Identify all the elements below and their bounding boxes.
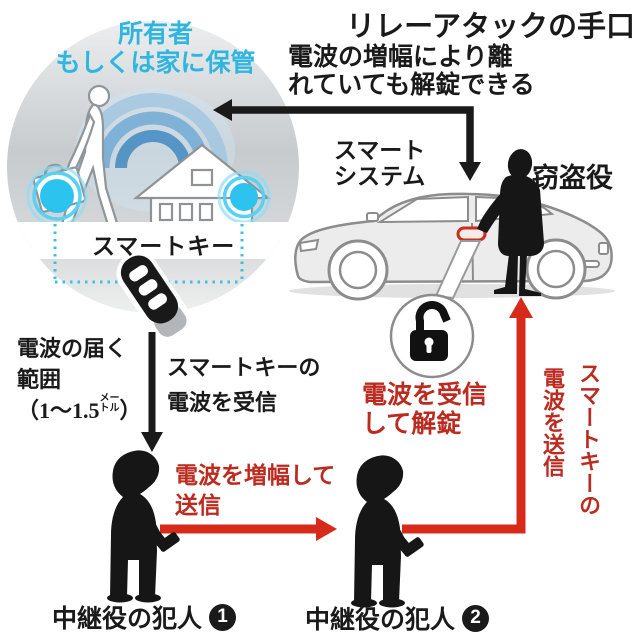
smart-system-label: スマート システム — [334, 137, 425, 189]
relay1-label-row: 中継役の犯人 1 — [52, 599, 237, 635]
meter-unit: メートル — [99, 393, 120, 414]
range-note-line1: 電波の届く — [17, 336, 128, 361]
rear-wheel-icon — [525, 238, 587, 300]
smart-system-line2: システム — [334, 163, 426, 189]
receive-note-line1: スマートキーの — [167, 355, 321, 380]
thief-figure — [477, 149, 544, 296]
unlock-note-line2: して解錠 — [362, 411, 462, 438]
smart-key-icon — [116, 251, 190, 340]
owner-caption-line1: 所有者 — [117, 20, 193, 48]
range-note-line2: 範囲 — [17, 367, 62, 392]
lock-callout — [389, 240, 482, 379]
owner-caption-line2: もしくは家に保管 — [55, 49, 256, 77]
page-title: リレーアタックの手口 — [346, 11, 635, 43]
smart-key-label: スマートキー — [92, 233, 236, 259]
relay2-number-badge: 2 — [462, 604, 490, 632]
amplify-arrow — [160, 517, 337, 541]
unlock-note: 電波を受信 して解錠 — [362, 381, 487, 439]
range-note: 電波の届く 範囲 （1〜1.5メートル） — [17, 333, 142, 426]
send-note-col2: 電波を送信 — [540, 367, 565, 477]
thief-role-label: 窃盗役 — [532, 163, 613, 193]
relay2-label: 中継役の犯人 — [305, 606, 456, 634]
amplify-note-line1: 電波を増幅して — [175, 463, 336, 488]
send-key-wave-arrow — [402, 297, 533, 534]
dashed-range-box — [53, 224, 244, 284]
range-value: （1〜1.5 — [17, 398, 100, 423]
unlock-note-line1: 電波を受信 — [362, 382, 488, 409]
subtitle: 電波の増幅により離 れていても解錠できる — [288, 44, 535, 100]
amplify-note: 電波を増幅して 送信 — [175, 461, 335, 521]
owner-caption: 所有者 もしくは家に保管 — [28, 20, 283, 78]
subtitle-line1: 電波の増幅により離 — [288, 44, 513, 71]
key-wave-down-arrow — [141, 332, 163, 452]
front-wheel-icon — [327, 239, 389, 301]
receive-key-wave-note: スマートキーの 電波を受信 — [167, 350, 320, 420]
smart-system-line1: スマート — [334, 137, 426, 163]
amplify-note-line2: 送信 — [175, 493, 221, 518]
relay1-number-badge: 1 — [209, 603, 237, 631]
briefcase-glow-icon — [26, 165, 88, 227]
send-note-col1: スマートキーの — [576, 362, 601, 516]
relay2-label-row: 中継役の犯人 2 — [305, 600, 490, 636]
range-note-line3: （1〜1.5メートル） — [17, 393, 142, 424]
receive-note-line2: 電波を受信 — [167, 390, 278, 415]
system-arrow — [213, 99, 481, 181]
subtitle-line2: れていても解錠できる — [288, 72, 535, 99]
send-key-wave-note: スマートキーの 電波を送信 — [534, 362, 606, 552]
unlock-padlock-icon — [410, 301, 451, 361]
relay1-label: 中継役の犯人 — [52, 605, 203, 633]
